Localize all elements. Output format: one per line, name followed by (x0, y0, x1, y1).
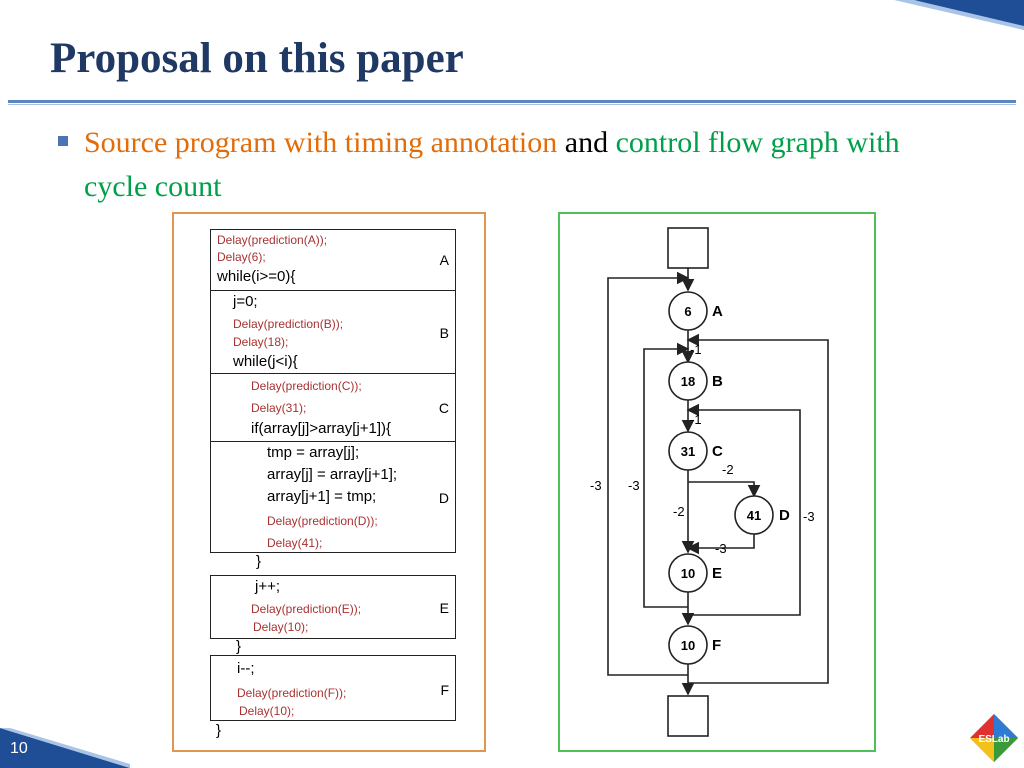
edge-label: -2 (722, 462, 734, 477)
logo-text: ESLab (978, 734, 1009, 745)
code-line: array[j] = array[j+1]; (267, 466, 398, 483)
edge-label: -3 (628, 478, 640, 493)
edge-inner-right-loop (686, 403, 801, 616)
code-line: Delay(6); (217, 250, 266, 264)
cfg-node-f (668, 625, 708, 665)
title-rule (8, 100, 1016, 103)
node-id: A (712, 303, 723, 320)
code-block-c: Delay(prediction(C)); Delay(31); if(arra… (210, 373, 456, 442)
edge-inner-left-loop (643, 342, 690, 608)
block-label-c: C (438, 400, 449, 416)
edge-label: -3 (715, 541, 727, 556)
code-line: Delay(41); (267, 536, 323, 550)
entry-box (667, 227, 709, 269)
edge-outer-right-loop (686, 333, 829, 684)
node-count: 10 (681, 566, 695, 581)
cfg-node-b (668, 361, 708, 401)
code-line: Delay(31); (251, 401, 307, 415)
title-rule-thin (8, 104, 1016, 105)
code-line: tmp = array[j]; (267, 444, 360, 461)
code-line: array[j+1] = tmp; (267, 488, 377, 505)
edge-label: -1 (690, 342, 702, 357)
edge-label: -2 (673, 504, 685, 519)
code-block-a: Delay(prediction(A)); Delay(6); while(i>… (210, 229, 456, 291)
cfg-panel (558, 212, 876, 752)
code-block-d: tmp = array[j]; array[j] = array[j+1]; a… (210, 441, 456, 553)
bullet-part-cfg: control flow graph with cycle count (84, 126, 900, 203)
block-label-b: B (439, 325, 449, 341)
node-id: F (712, 637, 721, 654)
cfg-node-e (668, 553, 708, 593)
code-line: i--; (237, 660, 255, 677)
closing-brace: } (236, 638, 242, 655)
code-block-e: j++; Delay(prediction(E)); Delay(10); E (210, 575, 456, 639)
block-label-f: F (440, 682, 449, 698)
edge-label: -1 (690, 412, 702, 427)
code-line: Delay(10); (253, 620, 309, 634)
corner-decoration-bottom (0, 728, 130, 768)
code-line: Delay(prediction(E)); (251, 602, 362, 616)
code-block-b: j=0; Delay(prediction(B)); Delay(18); wh… (210, 290, 456, 374)
cfg-node-d (734, 495, 774, 535)
cfg-node-a (668, 291, 708, 331)
block-label-e: E (439, 600, 449, 616)
code-line: while(i>=0){ (217, 268, 296, 285)
slide-title: Proposal on this paper (50, 35, 464, 82)
closing-brace: } (256, 553, 262, 570)
code-line: Delay(18); (233, 335, 289, 349)
code-line: Delay(10); (239, 704, 295, 718)
bullet-part-source: Source program with timing annotation (84, 126, 558, 159)
node-id: B (712, 373, 723, 390)
node-id: C (712, 443, 723, 460)
code-line: if(array[j]>array[j+1]){ (251, 420, 392, 437)
code-line: Delay(prediction(A)); (217, 233, 328, 247)
code-block-f: i--; Delay(prediction(F)); Delay(10); F (210, 655, 456, 721)
code-line: while(j<i){ (233, 353, 298, 370)
exit-box (667, 695, 709, 737)
code-line: Delay(prediction(D)); (267, 514, 378, 528)
cfg-node-c (668, 431, 708, 471)
edge-c-d (688, 481, 761, 498)
code-line: Delay(prediction(F)); (237, 686, 347, 700)
node-count: 31 (681, 444, 695, 459)
code-line: Delay(prediction(B)); (233, 317, 344, 331)
edge-label: -3 (590, 478, 602, 493)
code-panel (172, 212, 486, 752)
block-label-a: A (439, 252, 449, 268)
node-id: D (779, 507, 790, 524)
node-id: E (712, 565, 722, 582)
edge-label: -3 (803, 509, 815, 524)
node-count: 41 (747, 508, 761, 523)
node-count: 10 (681, 638, 695, 653)
node-count: 6 (684, 304, 691, 319)
bullet-part-and: and (557, 126, 616, 159)
bullet-text: Source program with timing annotation an… (84, 121, 924, 209)
code-line: j=0; (233, 293, 258, 310)
node-count: 18 (681, 374, 695, 389)
edge-outer-left-loop (607, 271, 690, 676)
slide-number: 10 (10, 740, 28, 757)
code-line: Delay(prediction(C)); (251, 379, 362, 393)
code-line: j++; (255, 578, 281, 595)
edge-d-e (686, 534, 755, 555)
bullet-square-icon (58, 136, 68, 146)
corner-decoration-top (894, 0, 1024, 30)
block-label-d: D (438, 490, 449, 506)
eslab-logo: ESLab (970, 714, 1018, 762)
closing-brace: } (216, 722, 222, 739)
